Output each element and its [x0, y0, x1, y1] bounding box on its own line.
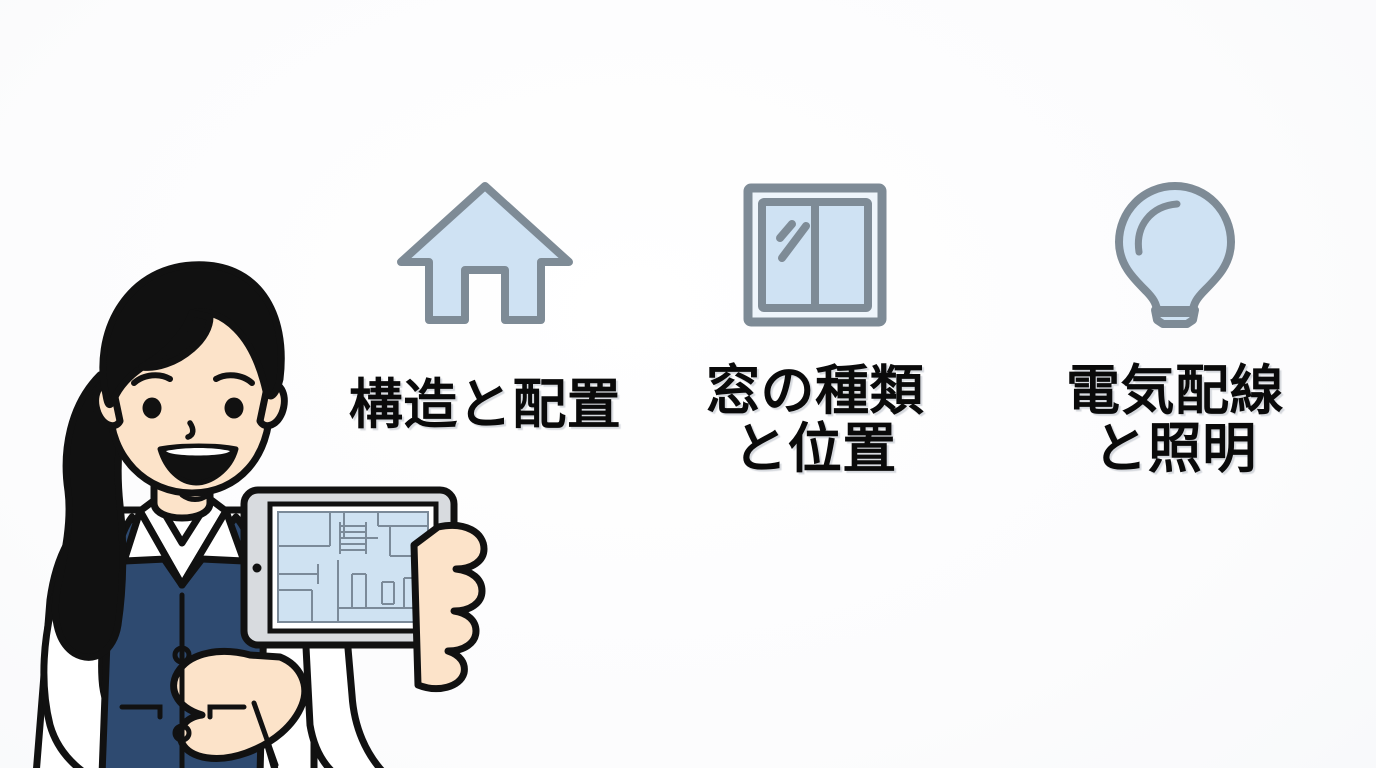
mouth [157, 443, 239, 486]
eyebrow-right [213, 372, 255, 386]
cuffs [251, 700, 279, 768]
vest-pocket-left [119, 704, 163, 720]
face-features [131, 372, 255, 502]
eye-right [224, 397, 244, 419]
nose [185, 420, 196, 440]
eyebrow-left [131, 372, 173, 386]
floorplan [277, 511, 429, 623]
column-structure-label: 構造と配置 [348, 373, 622, 436]
hair-forelock [138, 309, 214, 371]
cuff-left [251, 700, 279, 768]
lightbulb-highlight-arc [1134, 200, 1181, 256]
window-shine-lines [776, 220, 810, 262]
house-icon [300, 178, 670, 332]
column-lighting-label: 電気配線 と照明 [1066, 359, 1284, 481]
hand-right [410, 522, 488, 692]
column-lighting: 電気配線 と照明 [1010, 178, 1340, 479]
hair-front [99, 261, 285, 408]
lightbulb-icon [1010, 178, 1340, 334]
vest-pocket-right [207, 704, 247, 720]
collar-left-flap [120, 507, 186, 589]
tablet-camera-dot [252, 563, 262, 573]
eye-left [142, 397, 162, 419]
teeth [166, 448, 230, 456]
column-structure: 構造と配置 [300, 178, 670, 434]
collar-right-flap [178, 507, 248, 589]
woman-holding-tablet-illustration [14, 255, 514, 768]
ponytail [51, 371, 136, 661]
chin-crease [179, 492, 211, 502]
floorplan-stairs [339, 522, 367, 554]
tablet [240, 486, 458, 649]
window-icon [660, 180, 970, 334]
vest-details [119, 592, 247, 768]
column-window-label: 窓の種類 と位置 [706, 359, 924, 481]
house-icon-shape [397, 182, 573, 324]
column-window: 窓の種類 と位置 [660, 180, 970, 479]
